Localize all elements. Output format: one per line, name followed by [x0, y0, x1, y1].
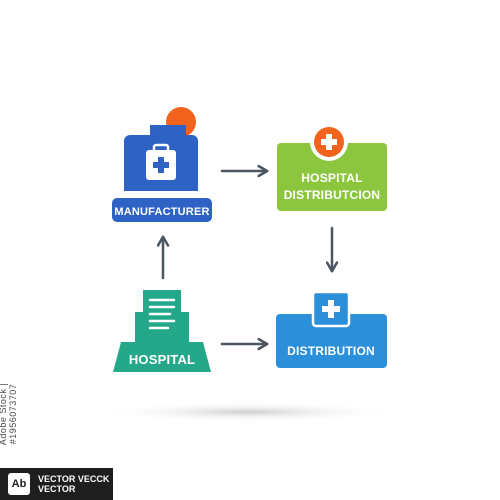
distribution-label: DISTRIBUTION	[287, 344, 375, 358]
stock-id-text: Adobe Stock | #1956073707	[0, 383, 18, 446]
distribution-node: DISTRIBUTION	[276, 290, 387, 368]
manufacturer-cross-icon	[153, 157, 169, 173]
vendor-badge-line2: VECTOR	[38, 484, 76, 494]
manufacturer-label: MANUFACTURER	[114, 206, 209, 218]
hospital-distribution-label-line2: DISTRIBUTCION	[284, 188, 381, 202]
vendor-badge-text: VECTOR VECCK VECTOR	[38, 474, 109, 494]
hospital-distribution-label-line1: HOSPITAL	[301, 171, 362, 185]
hospital-distribution-box	[277, 143, 387, 211]
hospital-distribution-node: HOSPITAL DISTRIBUTCION	[277, 123, 387, 211]
manufacturer-node: MANUFACTURER	[112, 107, 212, 222]
flow-arrows	[156, 164, 339, 351]
vendor-badge: Ab VECTOR VECCK VECTOR	[0, 468, 113, 500]
distribution-cross-icon	[322, 300, 340, 318]
hospital-node: HOSPITAL	[113, 290, 211, 372]
hospital-distribution-cross-icon	[321, 134, 337, 150]
hospital-label: HOSPITAL	[129, 352, 195, 367]
vendor-badge-line1: VECTOR VECCK	[38, 474, 110, 484]
distribution-box	[276, 314, 387, 368]
hospital-building-icon	[113, 290, 211, 372]
manufacturer-label-bar	[112, 198, 212, 222]
ground-shadow	[98, 402, 398, 422]
hospital-window-lines	[148, 298, 176, 330]
vendor-logo-icon: Ab	[8, 473, 30, 495]
